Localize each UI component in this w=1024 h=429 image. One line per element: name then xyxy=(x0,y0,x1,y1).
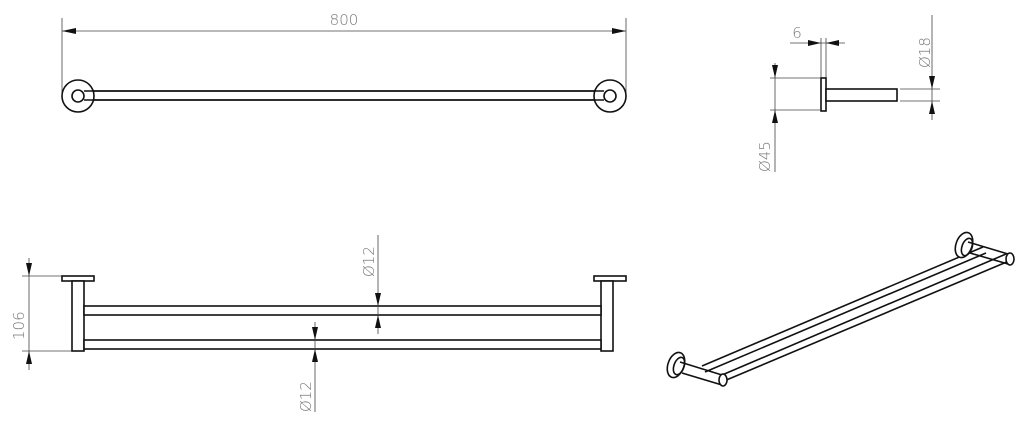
left-post xyxy=(71,280,85,352)
side-view: 6 Ø18 Ø45 xyxy=(756,15,940,172)
height-dimension-label: 106 xyxy=(10,311,28,340)
rod-diameter-label: Ø18 xyxy=(916,37,934,68)
top-view: 800 xyxy=(61,11,627,113)
flange-thickness-label: 6 xyxy=(792,24,802,42)
upper-bar-diameter-label: Ø12 xyxy=(360,246,378,277)
lower-bar xyxy=(83,339,602,350)
flange-diameter-label: Ø45 xyxy=(756,141,774,172)
right-post xyxy=(600,280,614,352)
lower-bar-diameter-label: Ø12 xyxy=(297,381,315,412)
isometric-view xyxy=(666,231,1015,387)
upper-bar xyxy=(83,305,602,316)
right-flange xyxy=(593,79,627,113)
length-dimension-label: 800 xyxy=(330,11,359,29)
left-flange xyxy=(61,79,95,113)
front-view: 106 Ø12 Ø12 xyxy=(10,235,627,412)
